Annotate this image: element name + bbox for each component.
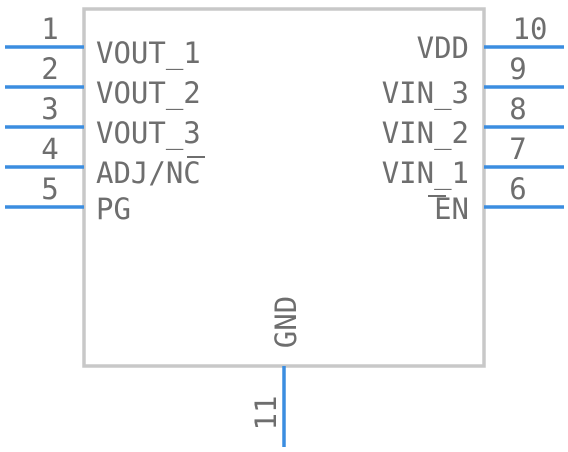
pin-number: 7 — [509, 132, 526, 166]
pin-label: VDD — [417, 31, 469, 65]
bottom-pin-11: 11 GND — [249, 296, 303, 447]
right-pin-8: 8 VIN_2 — [382, 92, 564, 151]
right-pin-6: 6 EN — [428, 172, 564, 226]
component-body — [82, 7, 486, 368]
pin-number: 2 — [41, 52, 58, 86]
pin-number: 10 — [513, 12, 548, 46]
pin-label: VIN_2 — [382, 116, 469, 151]
pin-number: 9 — [509, 52, 526, 86]
pin-number: 3 — [41, 92, 58, 126]
pin-number: 8 — [509, 92, 526, 126]
pin-label: VIN_1 — [382, 156, 469, 191]
pin-number: 1 — [41, 12, 58, 46]
left-pin-5: 5 PG — [5, 172, 131, 226]
right-pin-9: 9 VIN_3 — [382, 52, 564, 111]
pin-label: EN — [434, 192, 469, 226]
pin-label: VOUT_3 — [96, 116, 201, 151]
left-pin-4: 4 ADJ/NC — [5, 132, 205, 190]
left-pin-2: 2 VOUT_2 — [5, 52, 201, 111]
pin-label: VOUT_1 — [96, 36, 201, 71]
pin-label: PG — [96, 192, 131, 226]
pin-number: 11 — [249, 396, 283, 431]
pin-number: 5 — [41, 172, 58, 206]
pin-label: GND — [269, 296, 303, 348]
pin-number: 6 — [509, 172, 526, 206]
pin-number: 4 — [41, 132, 58, 166]
left-pin-3: 3 VOUT_3 — [5, 92, 201, 151]
pin-label: VIN_3 — [382, 76, 469, 111]
right-pin-10: 10 VDD — [417, 12, 564, 65]
right-pin-7: 7 VIN_1 — [382, 132, 564, 191]
pin-label: ADJ/NC — [96, 156, 201, 190]
pin-label: VOUT_2 — [96, 76, 201, 111]
left-pin-1: 1 VOUT_1 — [5, 12, 201, 71]
